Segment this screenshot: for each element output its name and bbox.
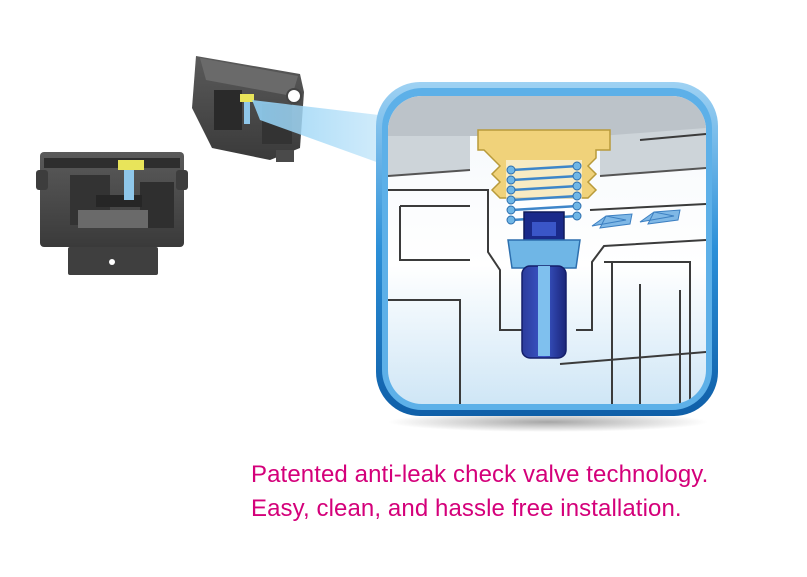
caption: Patented anti-leak check valve technolog… — [251, 458, 708, 526]
valve-cross-section — [388, 96, 706, 404]
left-housing-cutaway — [36, 152, 188, 275]
caption-line-2: Easy, clean, and hassle free installatio… — [251, 495, 682, 522]
flow-arrow-icon — [591, 209, 681, 229]
spring — [506, 160, 582, 222]
caption-line-1: Patented anti-leak check valve technolog… — [251, 461, 709, 488]
check-valve-plunger — [507, 211, 581, 359]
zoom-beam — [252, 100, 404, 172]
valve-detail-frame — [376, 82, 718, 416]
